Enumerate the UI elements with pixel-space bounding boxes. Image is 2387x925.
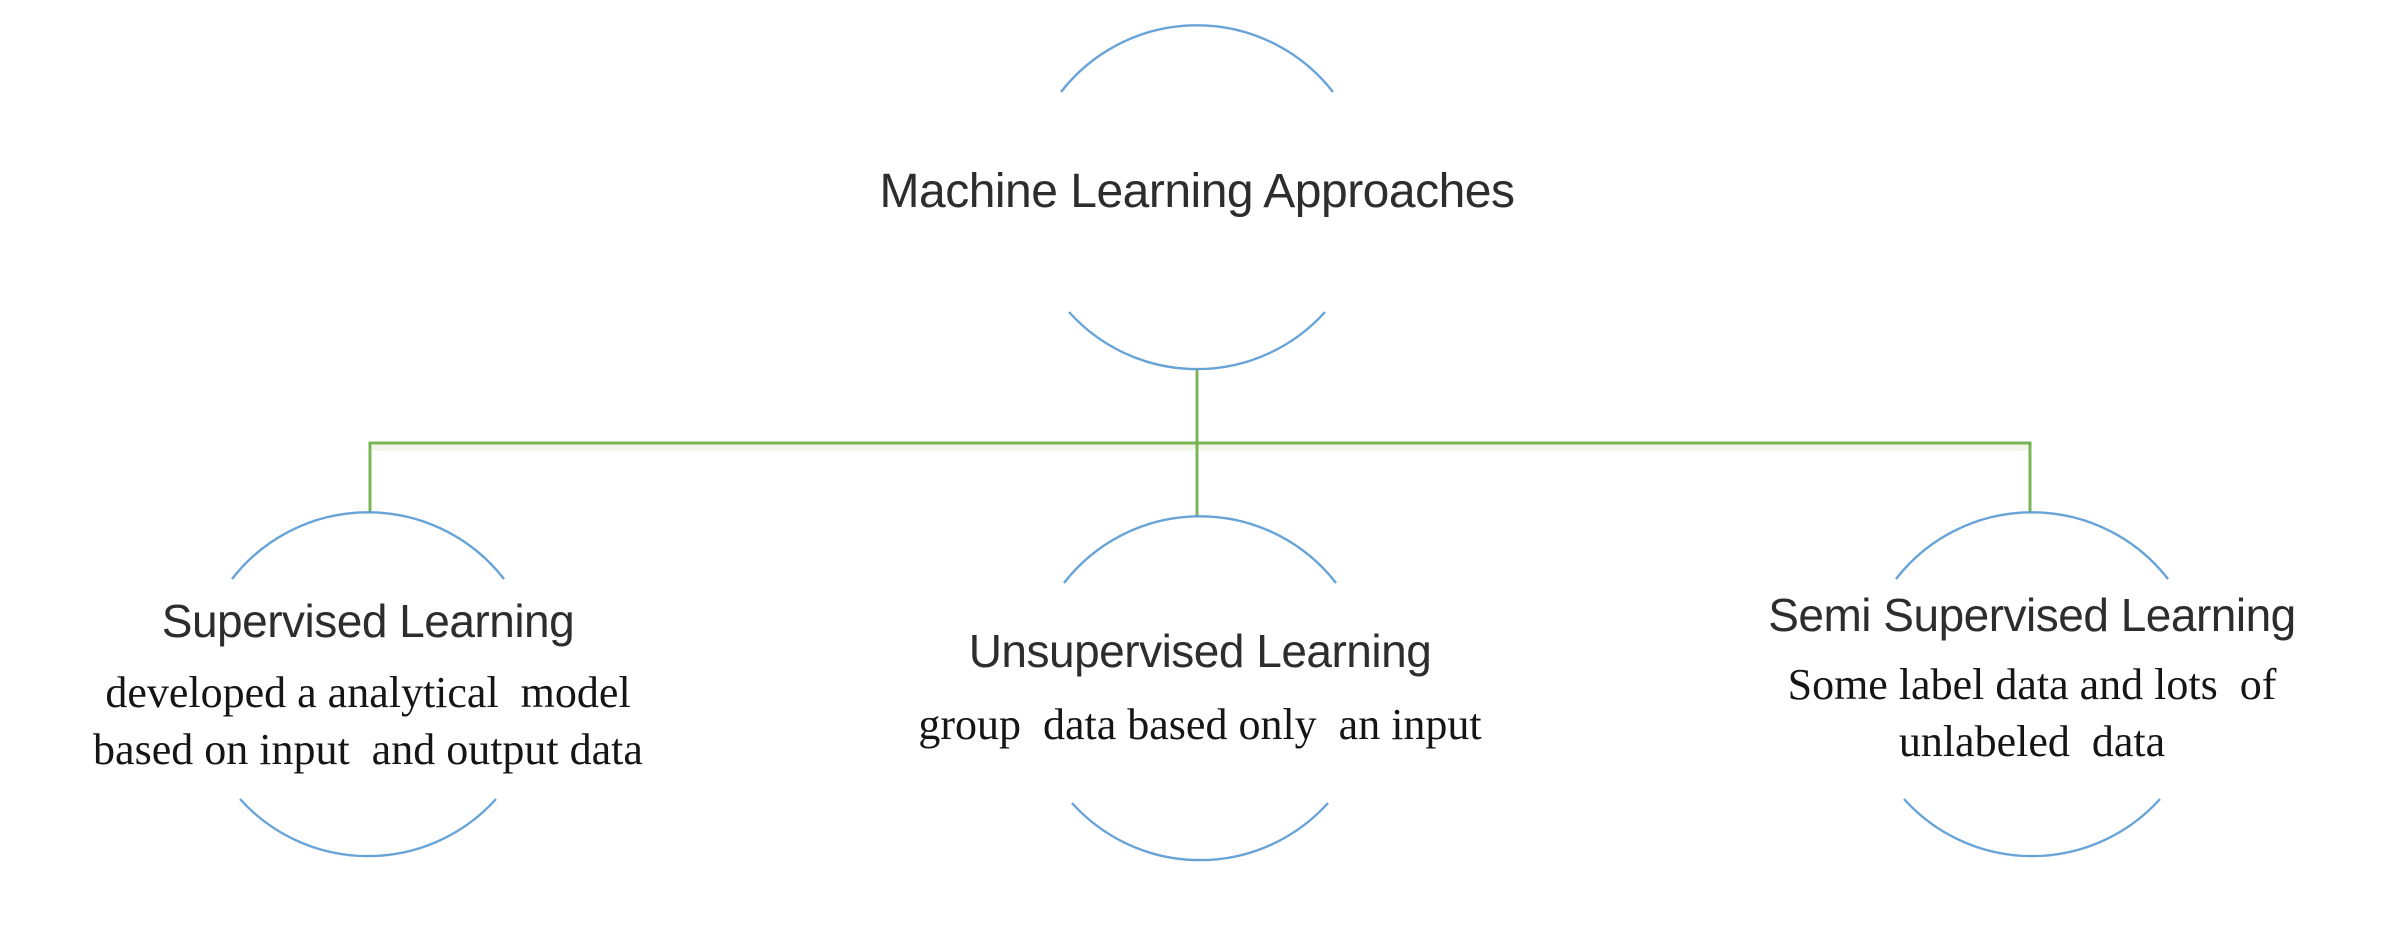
unsupervised-node-bottom-arc (1071, 802, 1329, 862)
node-unsupervised-learning: Unsupervised Learning group data based o… (820, 622, 1580, 753)
node-root: Machine Learning Approaches (817, 161, 1577, 223)
node-unsupervised-title: Unsupervised Learning (968, 625, 1432, 677)
node-semisupervised-title: Semi Supervised Learning (1768, 589, 2296, 641)
node-supervised-learning: Supervised Learning developed a analytic… (0, 592, 748, 778)
unsupervised-node-top-arc (1063, 515, 1337, 584)
root-node-top-arc (1060, 24, 1334, 93)
node-unsupervised-description: group data based only an input (918, 700, 1482, 749)
node-semisupervised-learning: Semi Supervised Learning Some label data… (1652, 586, 2387, 770)
root-node-bottom-arc (1068, 311, 1326, 371)
node-supervised-description: developed a analytical model based on in… (93, 668, 643, 774)
semisupervised-node-top-arc (1895, 511, 2169, 580)
semisupervised-node-bottom-arc (1903, 798, 2161, 858)
node-semisupervised-description: Some label data and lots of unlabeled da… (1787, 660, 2277, 766)
supervised-node-top-arc (231, 511, 505, 580)
supervised-node-bottom-arc (239, 798, 497, 858)
node-supervised-title: Supervised Learning (161, 595, 575, 647)
node-root-title: Machine Learning Approaches (879, 165, 1515, 218)
